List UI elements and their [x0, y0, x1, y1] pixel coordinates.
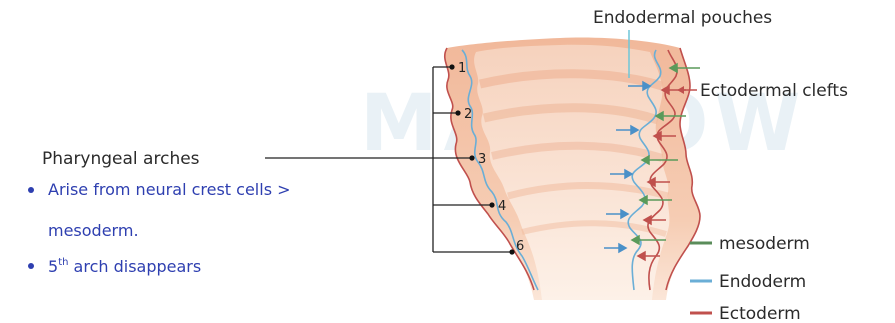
label-endodermal-pouches: Endodermal pouches	[593, 8, 772, 28]
bullet-1-line-2: mesoderm.	[48, 221, 139, 240]
arch-number-2: 2	[464, 107, 472, 122]
arch-number-3: 3	[478, 152, 486, 167]
bullet-2-text: 5th arch disappears	[48, 257, 201, 276]
arch-number-4: 4	[498, 199, 506, 214]
label-ectodermal-clefts: Ectodermal clefts	[700, 81, 848, 101]
bullet-2-dot	[28, 263, 34, 269]
arch-number-1: 1	[458, 61, 466, 76]
legend-label-mesoderm: mesoderm	[719, 234, 810, 254]
arch-number-6: 6	[516, 239, 524, 254]
bullet-2-prefix: 5	[48, 257, 58, 276]
legend-label-endoderm: Endoderm	[719, 272, 806, 292]
bullet-1-dot	[28, 187, 34, 193]
legend: mesoderm Endoderm Ectoderm	[690, 234, 810, 323]
bullet-1-line-1: Arise from neural crest cells >	[48, 180, 291, 199]
bullet-2-sup: th	[58, 257, 68, 268]
label-pharyngeal-arches: Pharyngeal arches	[42, 149, 200, 169]
legend-label-ectoderm: Ectoderm	[719, 304, 801, 323]
bullet-2-rest: arch disappears	[68, 257, 201, 276]
